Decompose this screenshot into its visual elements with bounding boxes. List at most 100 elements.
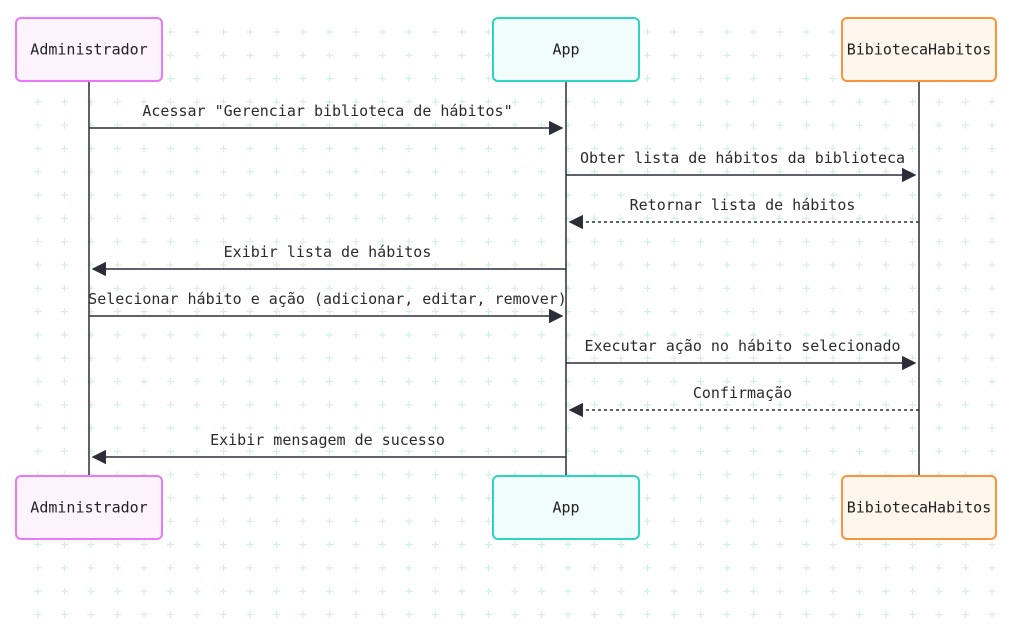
grid-plus bbox=[591, 214, 598, 222]
grid-plus bbox=[167, 51, 174, 59]
grid-plus bbox=[220, 401, 227, 409]
grid-plus bbox=[803, 261, 810, 269]
grid-plus bbox=[299, 331, 307, 339]
grid-plus bbox=[246, 611, 254, 618]
grid-plus bbox=[246, 447, 254, 455]
grid-plus bbox=[644, 354, 651, 362]
grid-plus bbox=[167, 378, 174, 385]
grid-plus bbox=[856, 401, 863, 409]
grid-plus bbox=[458, 75, 466, 83]
participant-box bbox=[15, 475, 163, 540]
grid-plus bbox=[326, 308, 333, 316]
grid-plus bbox=[803, 51, 810, 59]
grid-plus bbox=[829, 214, 837, 222]
grid-plus bbox=[511, 587, 519, 595]
grid-plus bbox=[988, 587, 996, 595]
grid-plus bbox=[591, 238, 598, 246]
grid-plus bbox=[591, 284, 598, 292]
grid-plus bbox=[750, 354, 757, 362]
grid-plus bbox=[962, 541, 969, 549]
grid-plus bbox=[458, 168, 466, 176]
grid-plus bbox=[220, 354, 227, 362]
grid-plus bbox=[670, 331, 678, 339]
grid-plus bbox=[591, 424, 598, 432]
grid-plus bbox=[856, 611, 863, 618]
grid-plus bbox=[723, 284, 731, 292]
grid-plus bbox=[538, 424, 545, 432]
grid-plus bbox=[856, 378, 863, 385]
grid-plus bbox=[670, 308, 678, 316]
participant-label: App bbox=[552, 41, 579, 59]
grid-plus bbox=[432, 494, 439, 502]
grid-plus bbox=[352, 611, 360, 618]
participant-label: App bbox=[552, 499, 579, 517]
grid-plus bbox=[803, 145, 810, 152]
grid-plus bbox=[246, 471, 254, 479]
grid-plus bbox=[670, 587, 678, 595]
grid-plus bbox=[34, 168, 42, 176]
grid-plus bbox=[882, 541, 890, 549]
grid-plus bbox=[511, 354, 519, 362]
grid-plus bbox=[61, 424, 68, 432]
grid-plus bbox=[670, 471, 678, 479]
grid-plus bbox=[193, 541, 201, 549]
grid-plus bbox=[220, 191, 227, 199]
grid-plus bbox=[273, 378, 280, 385]
grid-plus bbox=[644, 331, 651, 339]
grid-plus bbox=[803, 168, 810, 176]
grid-plus bbox=[379, 28, 386, 36]
grid-plus bbox=[273, 168, 280, 176]
grid-plus bbox=[723, 587, 731, 595]
grid-plus bbox=[273, 447, 280, 455]
grid-plus bbox=[750, 378, 757, 385]
grid-plus bbox=[776, 75, 784, 83]
grid-plus bbox=[34, 447, 42, 455]
grid-plus bbox=[246, 308, 254, 316]
grid-plus bbox=[697, 517, 704, 525]
grid-plus bbox=[432, 541, 439, 549]
grid-plus bbox=[114, 564, 121, 572]
grid-plus bbox=[485, 51, 492, 59]
grid-plus bbox=[140, 564, 148, 572]
grid-plus bbox=[140, 401, 148, 409]
grid-plus bbox=[511, 447, 519, 455]
grid-plus bbox=[246, 284, 254, 292]
grid-plus bbox=[856, 308, 863, 316]
grid-plus bbox=[299, 378, 307, 385]
grid-plus bbox=[617, 284, 625, 292]
grid-plus bbox=[140, 611, 148, 618]
grid-plus bbox=[909, 145, 916, 152]
grid-plus bbox=[776, 494, 784, 502]
grid-plus bbox=[379, 75, 386, 83]
grid-plus bbox=[935, 98, 943, 106]
grid-plus bbox=[856, 121, 863, 129]
grid-plus bbox=[246, 564, 254, 572]
grid-plus bbox=[829, 494, 837, 502]
grid-plus bbox=[617, 214, 625, 222]
grid-plus bbox=[167, 214, 174, 222]
grid-plus bbox=[432, 51, 439, 59]
grid-plus bbox=[723, 75, 731, 83]
grid-plus bbox=[538, 168, 545, 176]
grid-plus bbox=[988, 121, 996, 129]
grid-plus bbox=[34, 191, 42, 199]
grid-plus bbox=[379, 331, 386, 339]
grid-plus bbox=[485, 168, 492, 176]
grid-plus bbox=[34, 424, 42, 432]
grid-plus bbox=[538, 378, 545, 385]
grid-plus bbox=[167, 168, 174, 176]
grid-plus bbox=[750, 98, 757, 106]
grid-plus bbox=[432, 517, 439, 525]
grid-plus bbox=[114, 424, 121, 432]
grid-plus bbox=[591, 121, 598, 129]
grid-plus bbox=[167, 284, 174, 292]
grid-plus bbox=[617, 308, 625, 316]
grid-plus bbox=[617, 587, 625, 595]
grid-plus bbox=[326, 331, 333, 339]
grid-plus bbox=[776, 238, 784, 246]
grid-plus bbox=[326, 541, 333, 549]
grid-plus bbox=[909, 564, 916, 572]
grid-plus bbox=[750, 401, 757, 409]
grid-plus bbox=[246, 424, 254, 432]
grid-plus bbox=[644, 424, 651, 432]
